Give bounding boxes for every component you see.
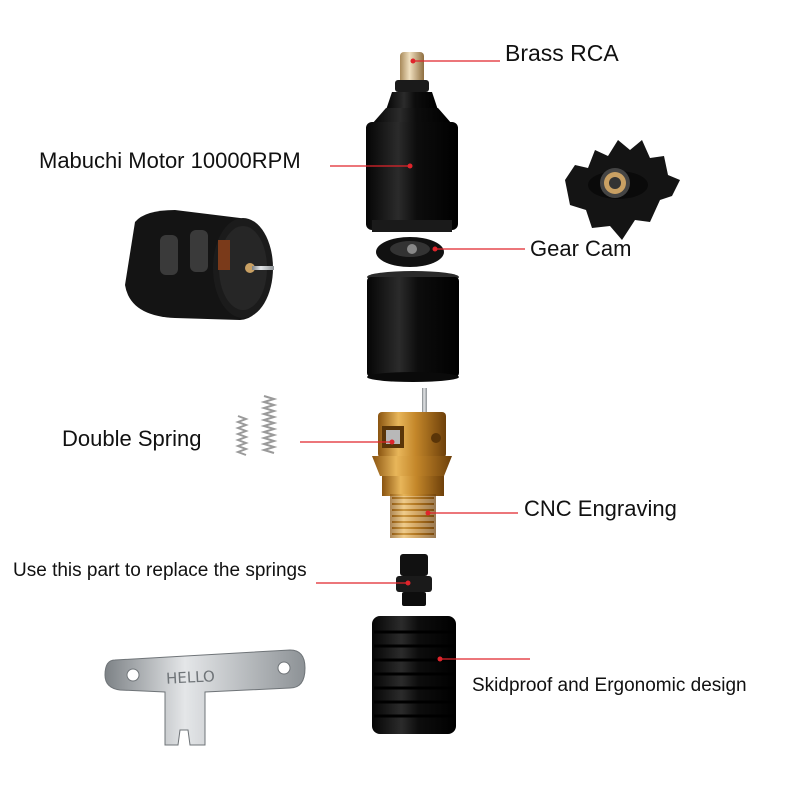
label-double-spring: Double Spring — [62, 426, 202, 451]
label-gear-cam: Gear Cam — [530, 236, 632, 261]
cnc-gold-body-part — [372, 388, 452, 538]
grip-part — [372, 616, 456, 734]
motor-housing-part — [366, 92, 458, 232]
motor-sleeve-part — [367, 271, 459, 382]
key-wrench-part: HELLO — [104, 649, 306, 746]
label-cnc-engraving: CNC Engraving — [524, 496, 677, 521]
label-skidproof: Skidproof and Ergonomic design — [472, 675, 747, 696]
leader-dots — [389, 58, 443, 662]
double-spring-part — [235, 395, 278, 456]
leader-lines — [300, 60, 530, 660]
label-brass-rca: Brass RCA — [505, 40, 619, 66]
replacement-part — [396, 554, 432, 606]
motor-detail — [125, 210, 274, 320]
gear-cam-small-part — [376, 237, 444, 267]
brass-rca-part — [395, 52, 429, 92]
label-replace-springs: Use this part to replace the springs — [13, 560, 307, 581]
gear-cam-detail — [565, 140, 680, 240]
key-engraving-text: HELLO — [166, 667, 216, 688]
label-motor: Mabuchi Motor 10000RPM — [39, 148, 301, 173]
